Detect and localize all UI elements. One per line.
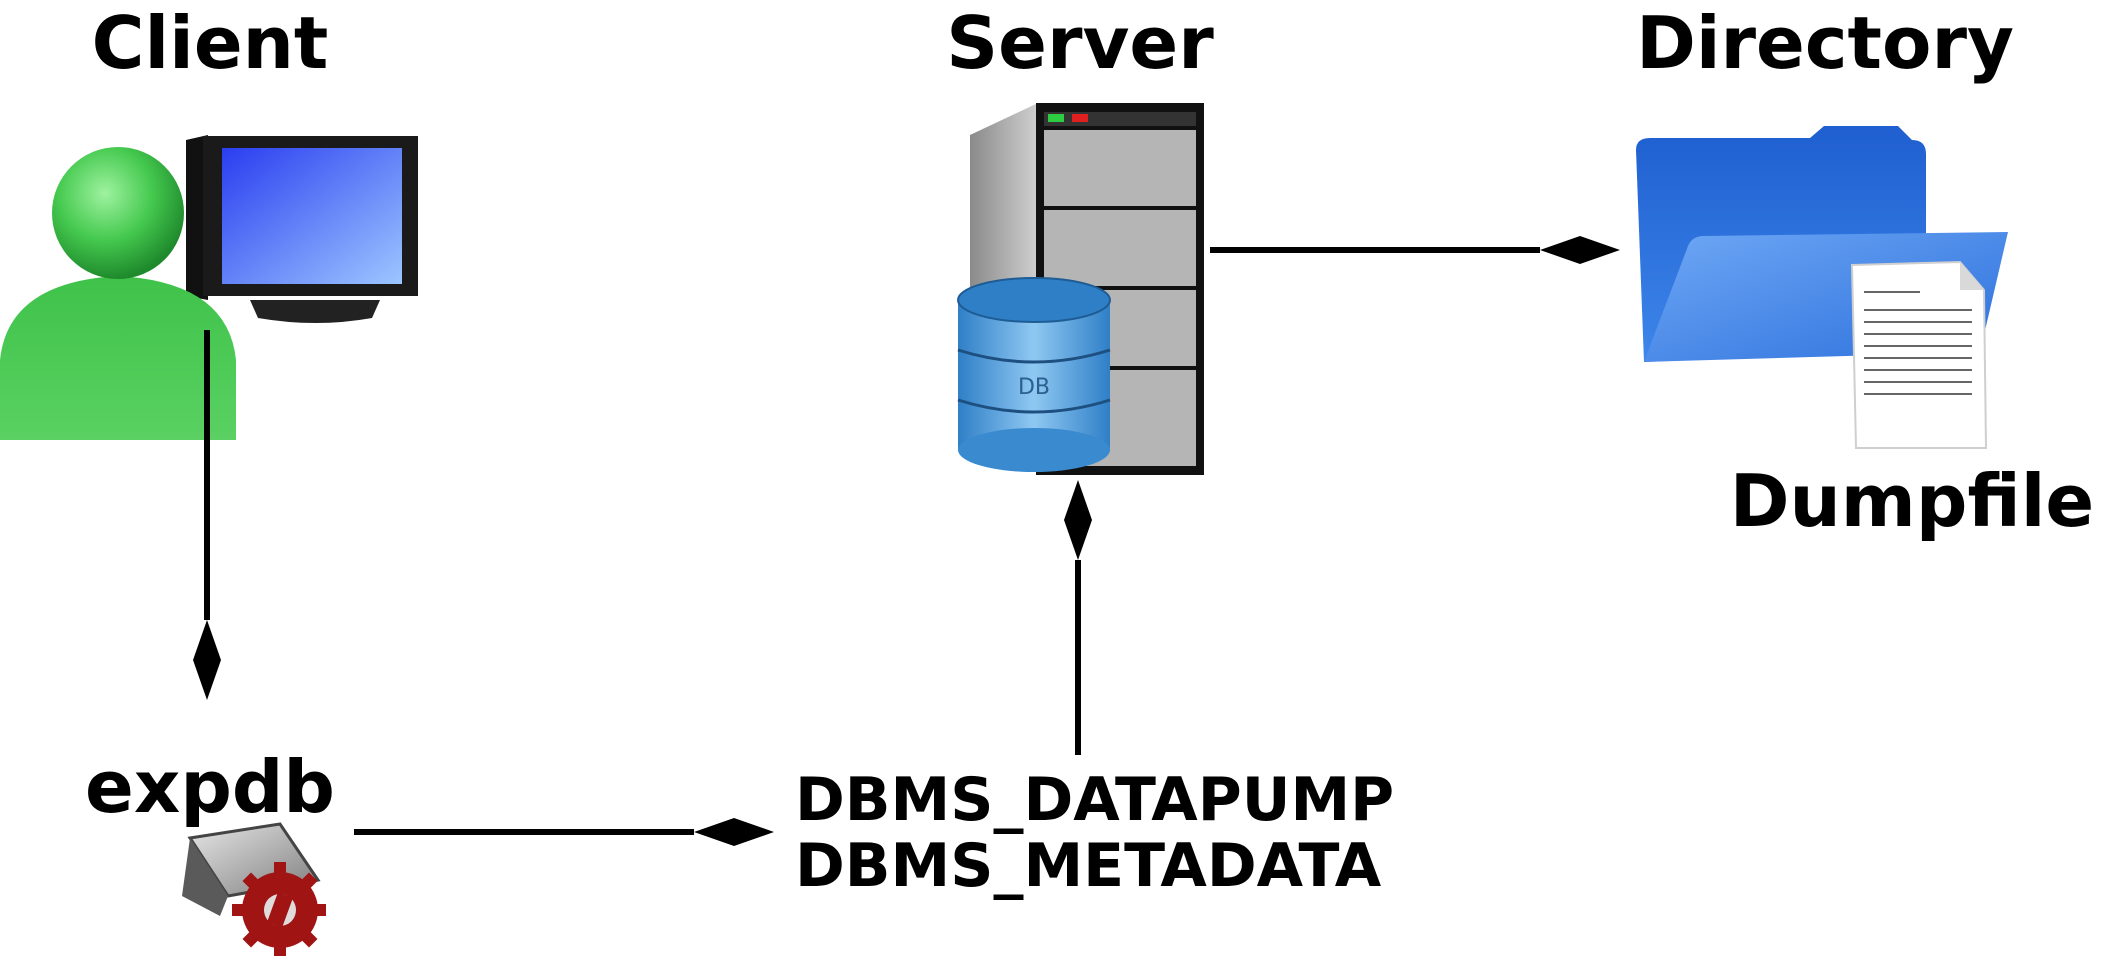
expdb-label: expdb bbox=[85, 745, 335, 829]
api-label-metadata: DBMS_METADATA bbox=[795, 831, 1382, 901]
connector-client-to-expdb bbox=[193, 330, 221, 700]
connector-server-to-directory bbox=[1210, 236, 1620, 264]
dumpfile-label: Dumpfile bbox=[1730, 459, 2094, 543]
client-heading: Client bbox=[92, 1, 329, 85]
directory-heading: Directory bbox=[1636, 1, 2014, 85]
connector-api-to-server bbox=[1064, 480, 1092, 755]
database-label: DB bbox=[1018, 375, 1050, 400]
api-label-datapump: DBMS_DATAPUMP bbox=[795, 765, 1394, 835]
user-with-computer-icon bbox=[0, 135, 418, 440]
document-icon bbox=[1850, 260, 1988, 449]
cpu-gear-icon bbox=[182, 822, 326, 956]
server-heading: Server bbox=[946, 1, 1214, 85]
connector-expdb-to-api bbox=[354, 818, 774, 846]
database-cylinder-icon: DB bbox=[957, 277, 1111, 472]
